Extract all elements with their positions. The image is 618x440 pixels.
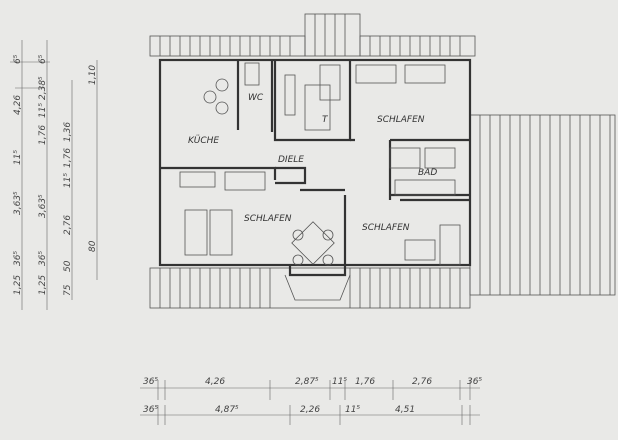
dim-label: 36⁵ xyxy=(143,377,158,387)
bottom-dimensions-row1: 36⁵ 4,26 2,87⁵ 11⁵ 1,76 2,76 36⁵ xyxy=(143,377,482,387)
dim-label: 1,25 xyxy=(38,275,48,295)
dim-label: 11⁵ xyxy=(332,377,347,387)
dim-label: 6⁵ xyxy=(13,54,23,64)
dim-label: 1,25 xyxy=(13,275,23,295)
dim-label: 1,10 xyxy=(88,65,98,85)
room-label-hall: DIELE xyxy=(278,155,304,165)
dim-label: 4,26 xyxy=(205,377,225,387)
dim-label: 36⁵ xyxy=(467,377,482,387)
dim-label: 11⁵ xyxy=(38,103,48,118)
dim-label: 36⁵ xyxy=(38,251,48,266)
dim-label: 3,63⁵ xyxy=(38,194,48,218)
bottom-dimensions-row2: 36⁵ 4,87⁵ 2,26 11⁵ 4,51 xyxy=(143,405,415,415)
dim-label: 4,51 xyxy=(395,405,415,415)
dim-label: 36⁵ xyxy=(143,405,158,415)
dim-label: 11⁵ xyxy=(13,150,23,165)
dim-label: 2,38⁵ xyxy=(38,76,48,100)
dim-label: 6⁵ xyxy=(38,54,48,64)
dim-label: 75 xyxy=(63,284,73,296)
room-label-bath: BAD xyxy=(418,168,437,178)
dim-label: 2,76 xyxy=(412,377,432,387)
dim-label: 3,63⁵ xyxy=(13,191,23,215)
dim-label: 2,76 xyxy=(63,215,73,235)
left-dimensions-col2: 6⁵ 2,38⁵ 11⁵ 1,76 3,63⁵ 36⁵ 1,25 xyxy=(38,54,48,295)
dim-label: 80 xyxy=(88,240,98,252)
dim-label: 1,76 xyxy=(38,125,48,145)
dim-label: 2,87⁵ xyxy=(295,377,319,387)
dim-label: 1,76 xyxy=(355,377,375,387)
left-dimensions-col3: 1,36 1,76 11⁵ 2,76 50 75 xyxy=(63,122,73,296)
dim-label: 11⁵ xyxy=(345,405,360,415)
room-label-bedroom-right: SCHLAFEN xyxy=(362,223,410,233)
roof-hatching xyxy=(149,13,616,309)
walls xyxy=(158,58,472,277)
dim-label: 1,36 xyxy=(63,122,73,142)
room-label-bedroom-left: SCHLAFEN xyxy=(244,214,292,224)
dim-label: 36⁵ xyxy=(13,251,23,266)
dimension-lines xyxy=(10,40,480,425)
room-label-kitchen: KÜCHE xyxy=(188,135,219,146)
left-dimensions-col4: 1,10 80 xyxy=(88,65,98,252)
room-label-bedroom-top: SCHLAFEN xyxy=(377,115,425,125)
room-label-wc: WC xyxy=(248,93,264,103)
dim-label: 50 xyxy=(63,260,73,272)
left-dimensions-col1: 6⁵ 4,26 11⁵ 3,63⁵ 36⁵ 1,25 xyxy=(13,54,23,295)
stair-mark: T xyxy=(322,115,329,125)
dim-label: 4,87⁵ xyxy=(215,405,239,415)
dim-label: 11⁵ xyxy=(63,173,73,188)
dim-label: 4,26 xyxy=(13,95,23,115)
dim-label: 1,76 xyxy=(63,148,73,168)
dim-label: 2,26 xyxy=(300,405,320,415)
furniture xyxy=(179,62,461,266)
